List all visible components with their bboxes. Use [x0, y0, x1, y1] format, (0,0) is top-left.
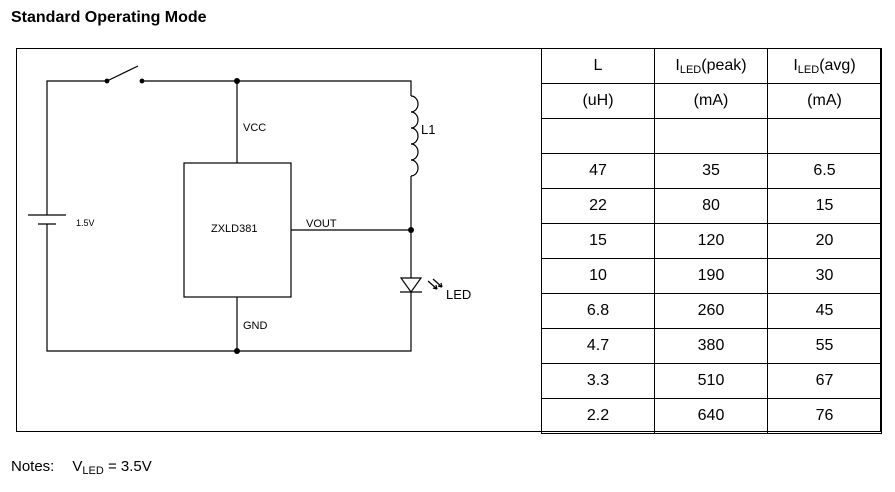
junction-dot [234, 348, 240, 354]
inductor-label: L1 [421, 122, 435, 137]
led-arrow [427, 280, 438, 290]
header-cell: ILED(avg) [767, 48, 882, 84]
notes-v: V [72, 458, 83, 475]
table-spacer-row [541, 118, 882, 154]
table-header-row: L ILED(peak) ILED(avg) [541, 48, 882, 84]
unit-cell: (mA) [767, 83, 882, 119]
notes-v-sub: LED [82, 465, 104, 477]
wire-bottom [46, 224, 412, 352]
led-arrowhead [432, 284, 438, 290]
junction-dot [234, 78, 240, 84]
notes-v-value: = 3.5V [103, 458, 152, 475]
switch-blade [106, 65, 139, 82]
notes-label: Notes: [11, 458, 55, 475]
header-cell: ILED(peak) [654, 48, 768, 84]
unit-cell: (uH) [541, 83, 655, 119]
switch-contact [139, 78, 145, 84]
page-title: Standard Operating Mode [11, 9, 207, 26]
vout-label: VOUT [306, 218, 337, 230]
junction-dot [408, 227, 414, 233]
notes: Notes: VLED = 3.5V [11, 458, 152, 477]
gnd-label: GND [243, 320, 268, 332]
led-label: LED [446, 287, 471, 302]
inductor-coil [410, 95, 419, 177]
led-arrowhead [437, 282, 443, 288]
wire-top [144, 80, 412, 96]
switch-contact [104, 78, 110, 84]
chip-label: ZXLD381 [211, 223, 257, 235]
header-cell: L [541, 48, 655, 84]
vcc-label: VCC [243, 122, 266, 134]
led-arrow [432, 278, 443, 288]
circuit-diagram: 1.5V VCC ZXLD381 VOUT L1 LED GND [28, 65, 471, 354]
inductor-current-table: L ILED(peak) ILED(avg) (uH) (mA) (mA) 47… [541, 48, 882, 434]
led-triangle [399, 277, 423, 294]
table-units-row: (uH) (mA) (mA) [541, 83, 882, 119]
unit-cell: (mA) [654, 83, 768, 119]
battery-label: 1.5V [76, 218, 95, 228]
wire-left-top [46, 80, 105, 215]
